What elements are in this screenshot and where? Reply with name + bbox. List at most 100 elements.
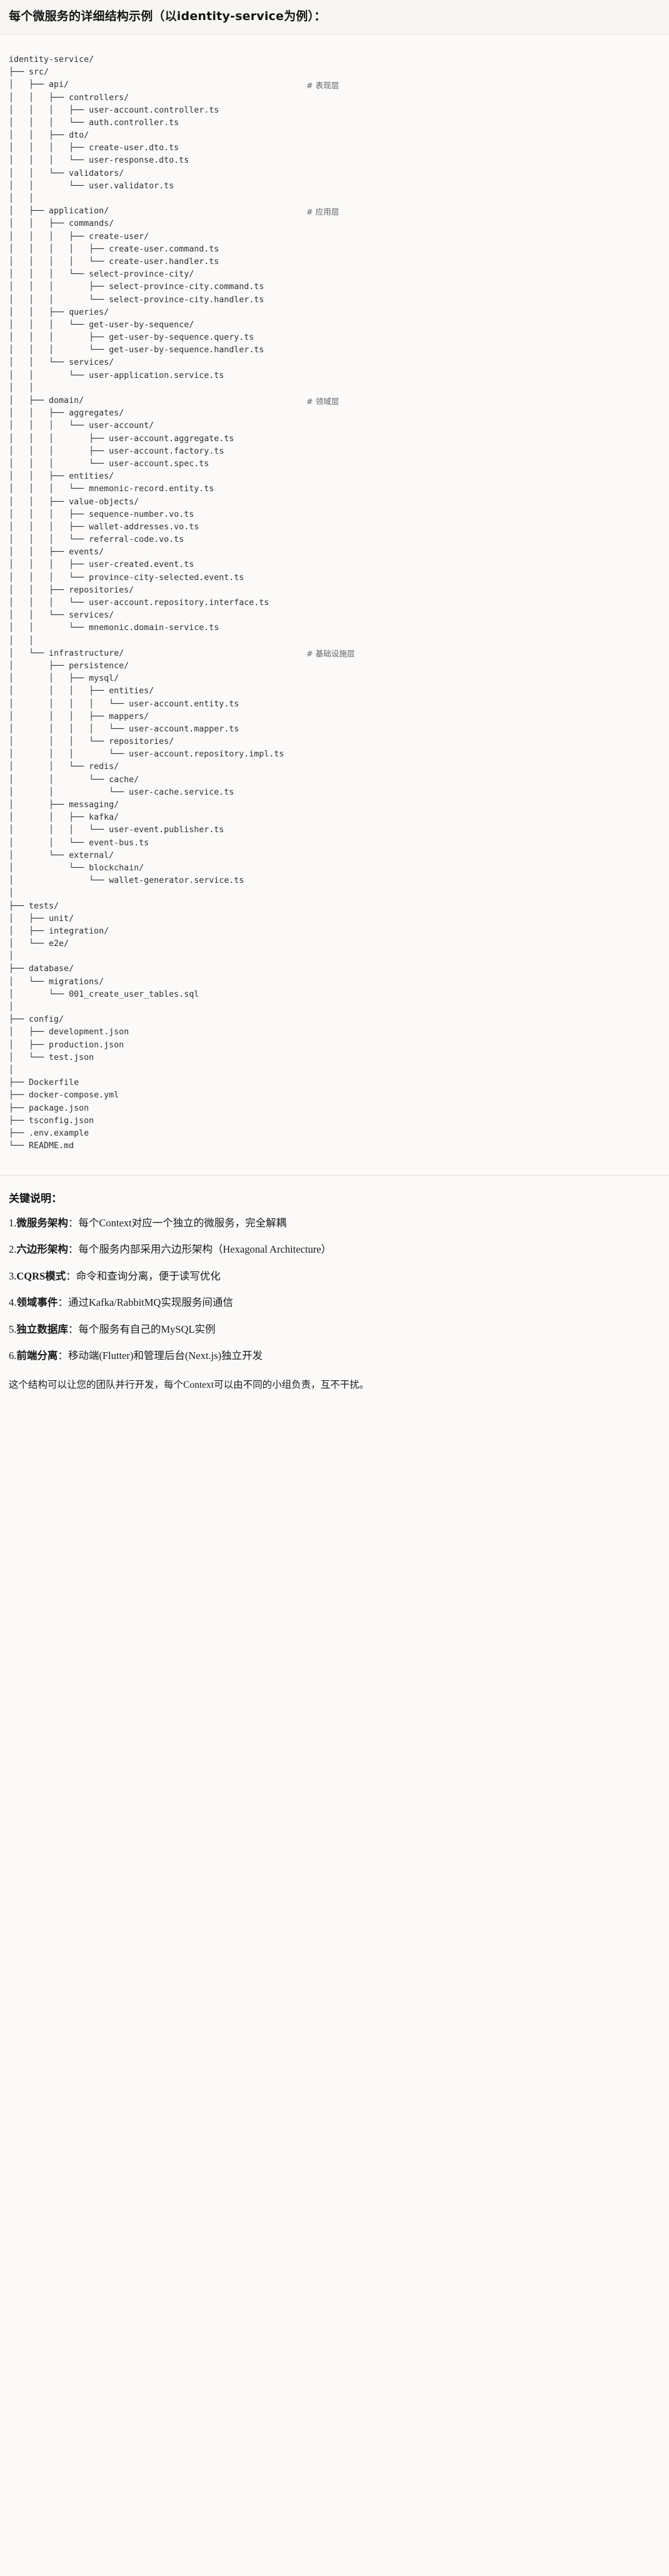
tree-row: │ ├── persistence/ <box>9 660 669 673</box>
tree-row: │ │ <box>9 382 669 395</box>
tree-row: ├── src/ <box>9 66 669 79</box>
tree-row-path: │ └── 001_create_user_tables.sql <box>9 989 199 999</box>
tree-row-path: │ │ │ └── user-account.repository.interf… <box>9 598 269 608</box>
key-note-description: 每个Context对应一个独立的微服务，完全解耦 <box>78 1216 287 1229</box>
key-note-separator: ： <box>66 1270 76 1282</box>
key-note-number: 3. <box>9 1270 17 1282</box>
tree-row: │ │ │ └── referral-code.vo.ts <box>9 534 669 546</box>
tree-row: │ │ <box>9 193 669 205</box>
tree-row-path: └── README.md <box>9 1141 74 1151</box>
tree-row-path: │ │ ├── value-objects/ <box>9 497 139 507</box>
tree-row-path: │ │ └── services/ <box>9 611 114 621</box>
key-note-item: 3.CQRS模式：命令和查询分离，便于读写优化 <box>9 1268 660 1285</box>
tree-row-path: │ └── wallet-generator.service.ts <box>9 876 244 886</box>
tree-row-path: identity-service/ <box>9 54 94 64</box>
tree-row: │ │ │ └── get-user-by-sequence.handler.t… <box>9 344 669 357</box>
tree-row: │ │ ├── entities/ <box>9 471 669 483</box>
tree-row-path: │ │ └── user-application.service.ts <box>9 370 224 380</box>
tree-row: │ └── blockchain/ <box>9 862 669 875</box>
tree-row: │ │ │ ├── user-account.controller.ts <box>9 104 669 117</box>
key-note-number: 1. <box>9 1216 17 1229</box>
tree-row: │ │ │ ├── user-created.event.ts <box>9 559 669 571</box>
tree-row-path: │ │ │ └── user-account.repository.impl.t… <box>9 750 284 760</box>
tree-row-path: │ ├── production.json <box>9 1040 124 1050</box>
tree-row-path: │ <box>9 1065 14 1075</box>
tree-row-path: │ │ │ ├── user-account.aggregate.ts <box>9 434 234 444</box>
tree-row: │ │ │ └── user-account.spec.ts <box>9 458 669 471</box>
tree-row-path: │ │ │ └── select-province-city.handler.t… <box>9 295 264 305</box>
tree-row-path: │ ├── development.json <box>9 1027 129 1037</box>
key-note-number: 5. <box>9 1323 17 1335</box>
tree-row: │ │ │ └── auth.controller.ts <box>9 117 669 130</box>
tree-row: │ └── e2e/ <box>9 938 669 950</box>
tree-row-path: │ │ └── user.validator.ts <box>9 181 174 191</box>
tree-row: │ │ │ └── user-account/ <box>9 420 669 432</box>
key-note-separator: ： <box>58 1350 68 1362</box>
tree-row-path: │ │ │ └── repositories/ <box>9 737 174 747</box>
tree-row: │ │ │ │ └── user-account.entity.ts <box>9 698 669 711</box>
key-note-separator: ： <box>68 1323 79 1335</box>
tree-row: │ │ └── services/ <box>9 357 669 369</box>
key-note-term: CQRS模式 <box>16 1270 66 1282</box>
tree-row: │ ├── development.json <box>9 1026 669 1039</box>
tree-row-path: ├── package.json <box>9 1103 89 1113</box>
tree-row: │ │ ├── aggregates/ <box>9 407 669 420</box>
tree-row-path: │ │ │ │ └── create-user.handler.ts <box>9 257 219 267</box>
tree-row-path: │ │ ├── aggregates/ <box>9 409 124 419</box>
tree-row-path: │ <box>9 1002 14 1012</box>
tree-row: ├── package.json <box>9 1102 669 1115</box>
key-note-term: 独立数据库 <box>16 1323 68 1335</box>
tree-row-path: │ │ │ ├── user-created.event.ts <box>9 560 194 570</box>
closing-paragraph: 这个结构可以让您的团队并行开发，每个Context可以由不同的小组负责，互不干扰… <box>9 1379 370 1390</box>
tree-row: │ │ └── user.validator.ts <box>9 180 669 193</box>
key-note-item: 4.领域事件：通过Kafka/RabbitMQ实现服务间通信 <box>9 1295 660 1311</box>
tree-row-path: │ │ │ ├── get-user-by-sequence.query.ts <box>9 333 254 343</box>
tree-row: │ │ │ └── get-user-by-sequence/ <box>9 319 669 332</box>
tree-row: │ │ └── validators/ <box>9 168 669 180</box>
tree-row: │ └── infrastructure/# 基础设施层 <box>9 648 669 660</box>
key-note-item: 5.独立数据库：每个服务有自己的MySQL实例 <box>9 1321 660 1338</box>
tree-row: │ │ ├── events/ <box>9 546 669 559</box>
tree-row: ├── tsconfig.json <box>9 1115 669 1128</box>
key-note-description: 通过Kafka/RabbitMQ实现服务间通信 <box>68 1296 233 1309</box>
tree-row-path: │ <box>9 888 14 899</box>
tree-row: │ <box>9 1064 669 1077</box>
key-note-term: 领域事件 <box>16 1296 58 1309</box>
tree-row-comment: # 基础设施层 <box>306 649 355 659</box>
tree-row: ├── database/ <box>9 963 669 975</box>
tree-row: │ │ │ ├── create-user/ <box>9 231 669 243</box>
tree-row-path: ├── .env.example <box>9 1128 89 1138</box>
tree-row-path: │ │ │ ├── create-user.dto.ts <box>9 143 179 153</box>
tree-row-path: │ │ <box>9 194 34 203</box>
tree-row-path: │ │ │ └── select-province-city/ <box>9 270 194 280</box>
tree-row-path: │ │ └── cache/ <box>9 775 139 785</box>
tree-row: │ │ │ └── select-province-city.handler.t… <box>9 294 669 307</box>
tree-row: │ │ │ └── user-account.repository.impl.t… <box>9 748 669 761</box>
tree-row: │ │ │ ├── create-user.dto.ts <box>9 142 669 155</box>
key-note-description: 每个服务有自己的MySQL实例 <box>78 1323 216 1335</box>
tree-row: │ ├── api/# 表现层 <box>9 79 669 91</box>
tree-row: ├── tests/ <box>9 900 669 913</box>
tree-row-path: │ ├── unit/ <box>9 914 74 924</box>
tree-row-path: │ │ └── redis/ <box>9 762 119 772</box>
tree-row: │ ├── messaging/ <box>9 799 669 812</box>
tree-row-path: │ │ │ ├── user-account.factory.ts <box>9 446 224 456</box>
tree-row: │ │ ├── repositories/ <box>9 584 669 597</box>
tree-row: │ │ └── mnemonic.domain-service.ts <box>9 622 669 634</box>
tree-row-path: │ │ └── validators/ <box>9 168 124 178</box>
key-note-description: 每个服务内部采用六边形架构（Hexagonal Architecture） <box>78 1243 332 1256</box>
key-note-description: 移动端(Flutter)和管理后台(Next.js)独立开发 <box>68 1350 263 1362</box>
tree-row: identity-service/ <box>9 54 669 66</box>
key-notes-heading: 关键说明： <box>9 1192 62 1205</box>
tree-row-path: │ │ └── user-cache.service.ts <box>9 787 234 797</box>
key-note-item: 2.六边形架构：每个服务内部采用六边形架构（Hexagonal Architec… <box>9 1241 660 1258</box>
tree-row: │ └── migrations/ <box>9 976 669 989</box>
tree-row-path: │ │ ├── events/ <box>9 547 104 557</box>
tree-row-path: │ │ └── event-bus.ts <box>9 838 149 848</box>
tree-row-path: │ │ │ ├── create-user/ <box>9 232 149 242</box>
tree-row-path: │ │ │ └── mnemonic-record.entity.ts <box>9 484 214 494</box>
tree-row: │ │ └── event-bus.ts <box>9 837 669 850</box>
tree-row: │ │ │ ├── mappers/ <box>9 711 669 723</box>
tree-row-path: ├── Dockerfile <box>9 1078 79 1088</box>
document-page: 每个微服务的详细结构示例（以identity-service为例）： ident… <box>0 9 669 1390</box>
